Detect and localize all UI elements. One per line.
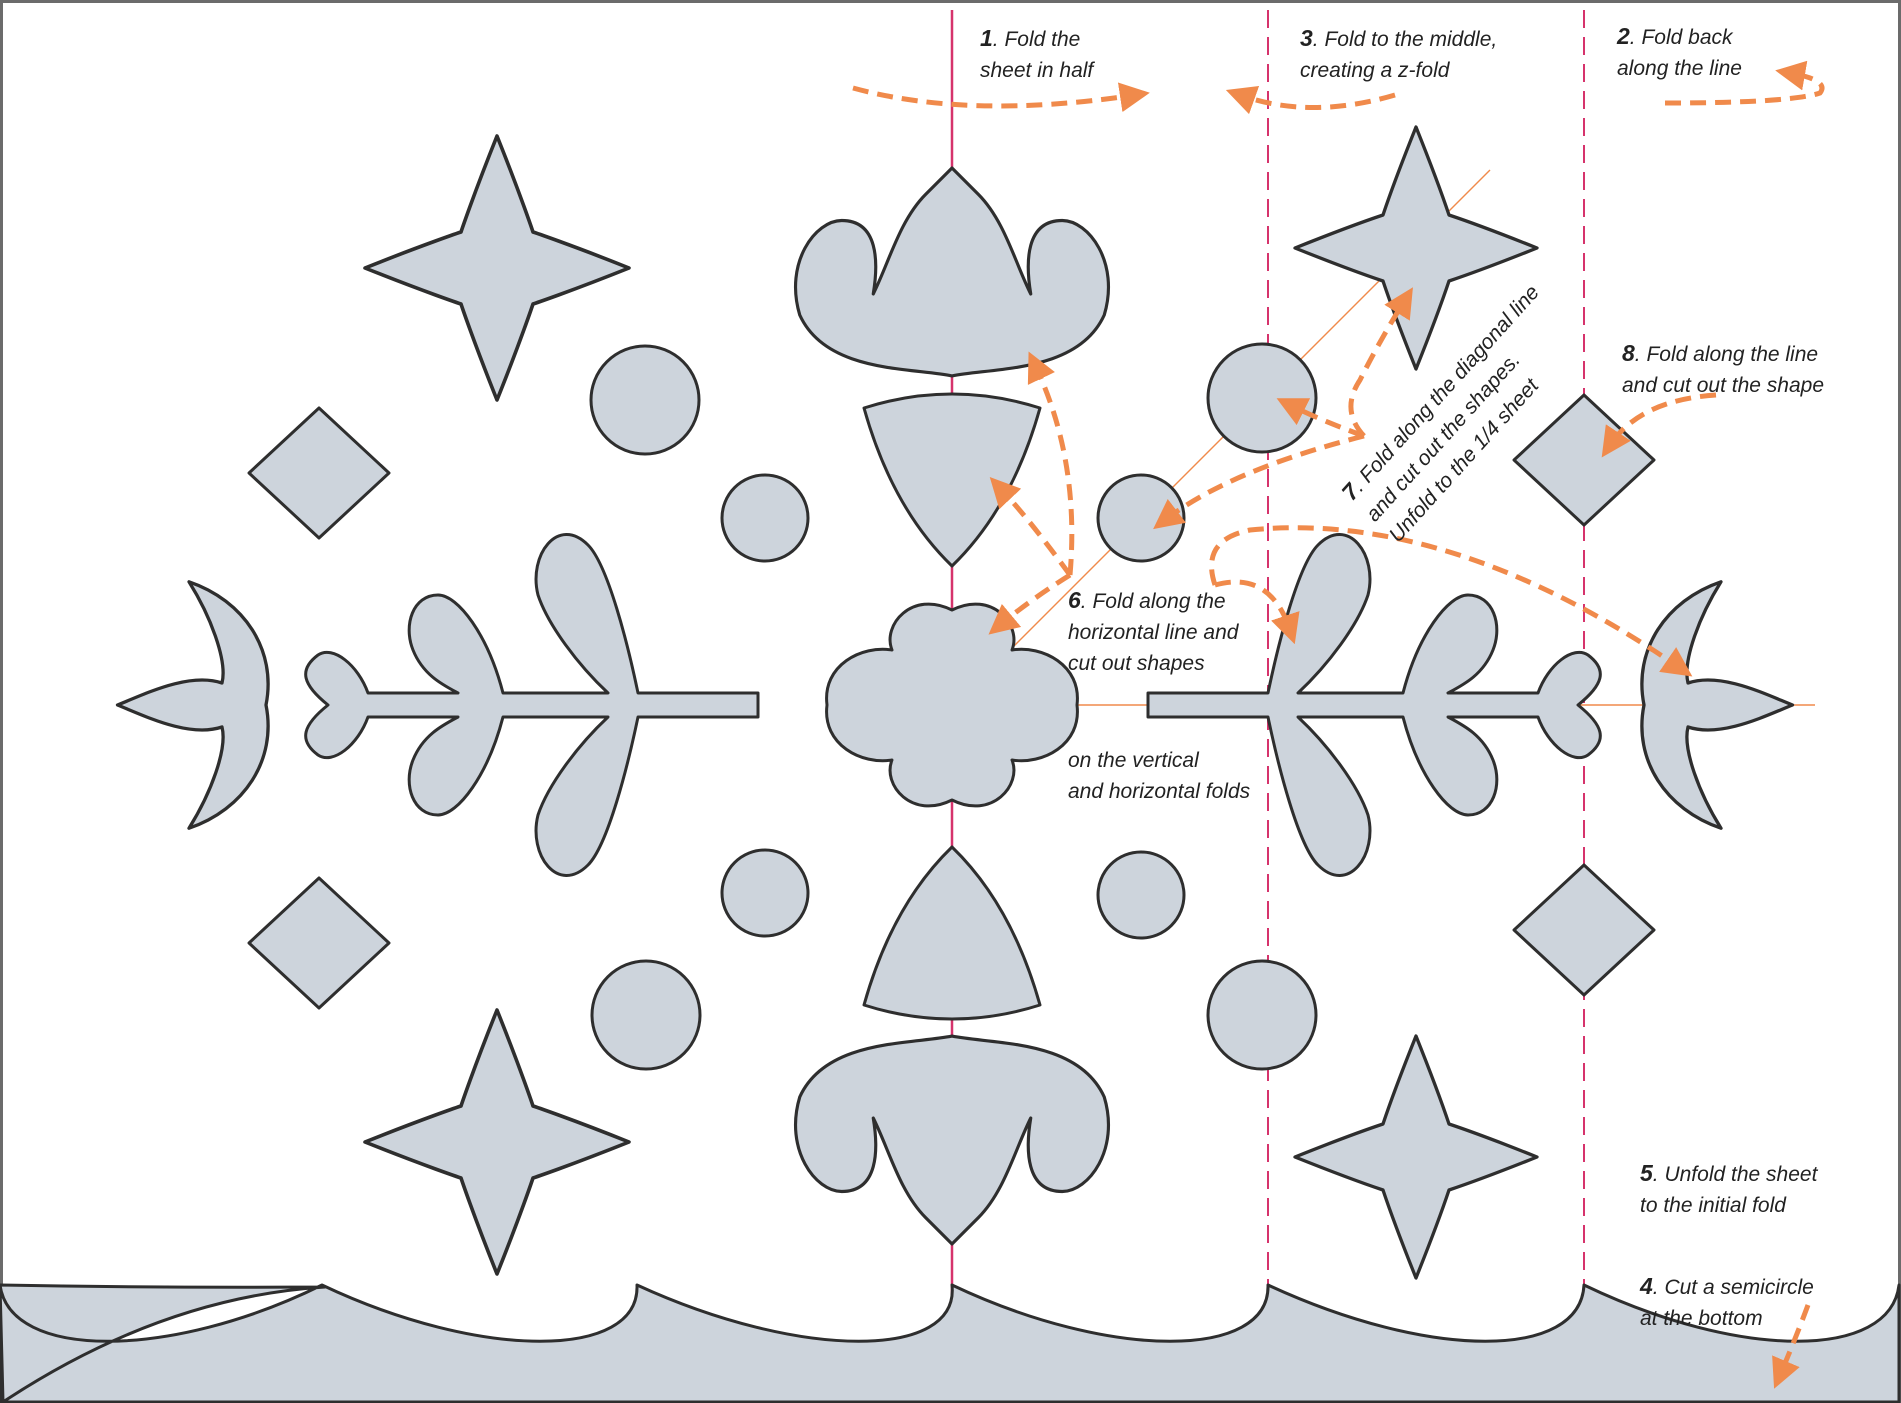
circle-shape xyxy=(722,850,808,936)
circle-shape xyxy=(1098,852,1184,938)
step-number: 3 xyxy=(1300,25,1313,51)
step-number: 1 xyxy=(980,25,993,51)
circle-shape xyxy=(1208,344,1316,452)
step-number: 2 xyxy=(1616,23,1630,49)
step-number: 8 xyxy=(1622,340,1635,366)
step-number: 6 xyxy=(1068,587,1081,613)
circle-shape xyxy=(592,961,700,1069)
circle-shape xyxy=(722,475,808,561)
circle-shape xyxy=(591,346,699,454)
scalloped-bottom-edge xyxy=(0,1285,1899,1402)
step-number: 5 xyxy=(1640,1160,1654,1186)
step-number: 4 xyxy=(1639,1273,1653,1299)
circle-shape xyxy=(1208,961,1316,1069)
